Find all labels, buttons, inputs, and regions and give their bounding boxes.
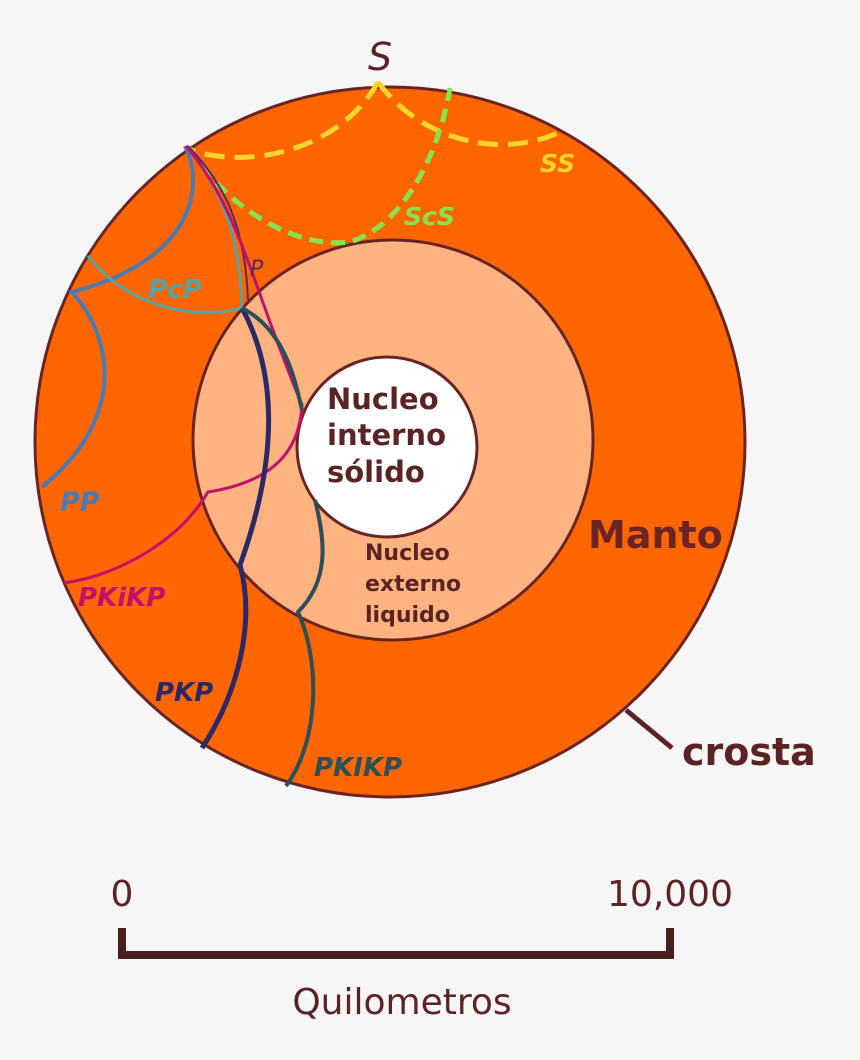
scs-label: ScS — [404, 202, 455, 231]
pkikp-inner-label: PKiKP — [78, 583, 165, 613]
outer-core-label-line3: liquido — [365, 603, 450, 628]
crust-label: crosta — [682, 730, 816, 774]
crust-pointer-line — [626, 710, 672, 748]
p-label: P — [250, 257, 264, 282]
source-label: S — [368, 35, 392, 79]
ss-label: SS — [540, 149, 575, 178]
scale-bar — [122, 928, 670, 955]
scale-unit-label: Quilometros — [292, 982, 511, 1023]
inner-core-label-line1: Nucleo — [327, 382, 439, 416]
inner-core-label-line3: sólido — [327, 455, 425, 489]
pkp-label: PKP — [155, 678, 213, 708]
outer-core-label-line1: Nucleo — [365, 541, 450, 566]
mantle-label: Manto — [588, 513, 723, 557]
pkikp-label: PKIKP — [314, 753, 402, 783]
pp-label: PP — [60, 487, 100, 518]
scale-end-label: 10,000 — [607, 874, 733, 915]
scale-start-label: 0 — [111, 874, 134, 915]
inner-core-label-line2: interno — [327, 418, 446, 452]
outer-core-label-line2: externo — [365, 572, 461, 597]
pcp-label: PcP — [148, 275, 202, 305]
